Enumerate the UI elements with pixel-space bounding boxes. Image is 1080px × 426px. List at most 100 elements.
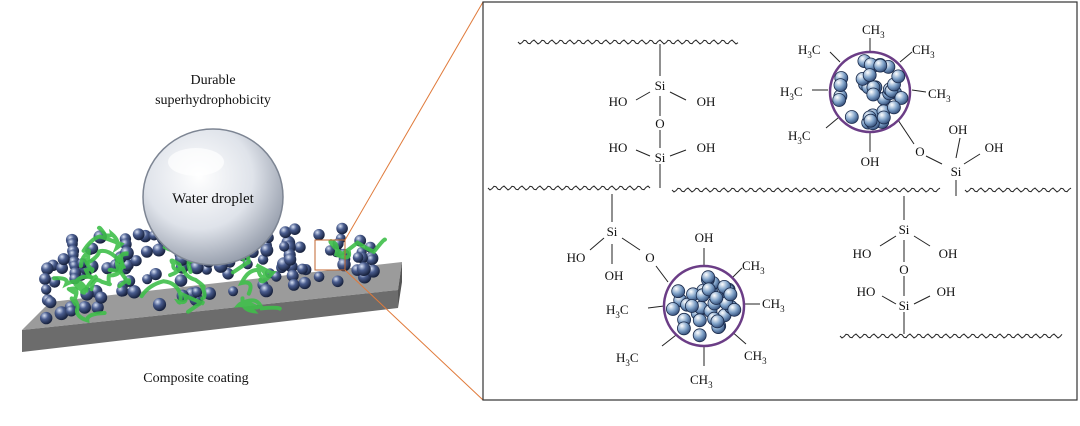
coating-particle	[132, 228, 145, 241]
composite-coating-illustration: Water droplet Durable superhydrophobicit…	[22, 1, 484, 401]
coating-particle	[313, 229, 325, 241]
silica-sphere	[887, 100, 901, 115]
ch3-label: CH3	[762, 296, 785, 314]
droplet-highlight	[168, 148, 224, 176]
polymer-strand	[52, 274, 94, 295]
coating-particle	[284, 253, 297, 266]
silica-sphere	[692, 313, 707, 328]
surface-middle-left	[487, 185, 651, 191]
ho-label: HO	[853, 246, 872, 261]
coating-particle	[44, 296, 57, 309]
ho-label: HO	[609, 140, 628, 155]
silica-sphere	[873, 58, 888, 73]
coating-particle	[260, 243, 274, 257]
silica-sphere	[862, 68, 877, 82]
o-label: O	[915, 144, 924, 159]
ch3-label: CH3	[690, 372, 713, 390]
coating-particle	[279, 241, 290, 252]
h3c-label: H3C	[780, 84, 803, 102]
coating-particle	[152, 297, 167, 312]
polymer-strand	[66, 286, 107, 324]
ho-label: HO	[609, 94, 628, 109]
polymer-strand	[328, 237, 387, 260]
oh-label: OH	[605, 268, 624, 283]
coating-particle	[287, 279, 300, 291]
oh-label: OH	[937, 284, 956, 299]
si-label: Si	[655, 150, 666, 165]
coating-particle	[297, 263, 308, 275]
coating-particle	[142, 274, 153, 285]
ch3-label: CH3	[744, 348, 767, 366]
silica-sphere	[876, 110, 891, 125]
droplet-label: Water droplet	[172, 191, 255, 207]
coating-particle	[336, 222, 348, 235]
oh-label: OH	[985, 140, 1004, 155]
substrate-front	[22, 290, 398, 352]
coating-particle	[337, 257, 351, 272]
polymer-strand	[81, 225, 125, 254]
silica-sphere	[727, 302, 742, 317]
coating-particle	[298, 276, 311, 290]
silica-sphere	[709, 291, 724, 305]
coating-particle	[152, 243, 166, 257]
atom-labels: Si HO OH O HO Si OH CH3 H3C CH3 H3C CH3 …	[567, 22, 1004, 390]
ho-label: HO	[567, 250, 586, 265]
surface-top	[517, 39, 739, 45]
silica-sphere	[891, 69, 906, 84]
coating-particle	[78, 301, 91, 314]
surface-middle-right	[964, 187, 1072, 193]
si-label: Si	[607, 224, 618, 239]
coating-particle	[41, 262, 54, 275]
coating-particle	[356, 262, 371, 276]
silica-sphere	[666, 302, 680, 316]
coating-particle	[54, 306, 69, 321]
coating-particle	[366, 254, 378, 266]
silica-sphere	[863, 113, 878, 128]
h3c-label: H3C	[788, 128, 811, 146]
chemistry-panel	[482, 1, 1078, 401]
h3c-label: H3C	[798, 42, 821, 60]
o-label: O	[655, 116, 664, 131]
zoom-region-marker	[314, 239, 346, 271]
h3c-label: H3C	[616, 350, 639, 368]
coating-particle	[352, 252, 364, 263]
caption-composite-coating: Composite coating	[143, 371, 248, 386]
coating-particle	[203, 287, 217, 300]
oh-label: OH	[697, 94, 716, 109]
coating-particle	[313, 271, 325, 283]
coating-particle	[57, 253, 70, 266]
si-label: Si	[899, 222, 910, 237]
surface-bottom	[839, 333, 1063, 339]
polymer-strand	[237, 263, 277, 296]
surface-middle-center	[671, 187, 941, 193]
ho-label: HO	[857, 284, 876, 299]
coating-particle	[174, 274, 188, 287]
si-label: Si	[655, 78, 666, 93]
oh-label: OH	[861, 154, 880, 169]
silica-sphere	[677, 321, 691, 336]
pointer-line-top	[344, 1, 484, 241]
silica-sphere	[692, 328, 707, 343]
polymer-strand	[78, 248, 99, 293]
polymer-strand	[168, 258, 207, 301]
silica-sphere	[844, 110, 859, 124]
ch3-label: CH3	[742, 258, 765, 276]
si-label: Si	[899, 298, 910, 313]
ch3-label: CH3	[862, 22, 885, 40]
polymer-strand	[85, 248, 124, 292]
oh-label: OH	[695, 230, 714, 245]
silica-sphere	[866, 87, 881, 102]
silica-nanoparticle-bottom	[662, 264, 746, 348]
oh-label: OH	[949, 122, 968, 137]
silica-sphere	[832, 93, 847, 107]
coating-particle	[286, 269, 299, 282]
ch3-label: CH3	[912, 42, 935, 60]
silica-sphere	[723, 287, 738, 302]
silica-sphere	[894, 91, 909, 105]
oh-label: OH	[697, 140, 716, 155]
o-label: O	[899, 262, 908, 277]
oh-label: OH	[939, 246, 958, 261]
silica-sphere	[833, 78, 848, 92]
